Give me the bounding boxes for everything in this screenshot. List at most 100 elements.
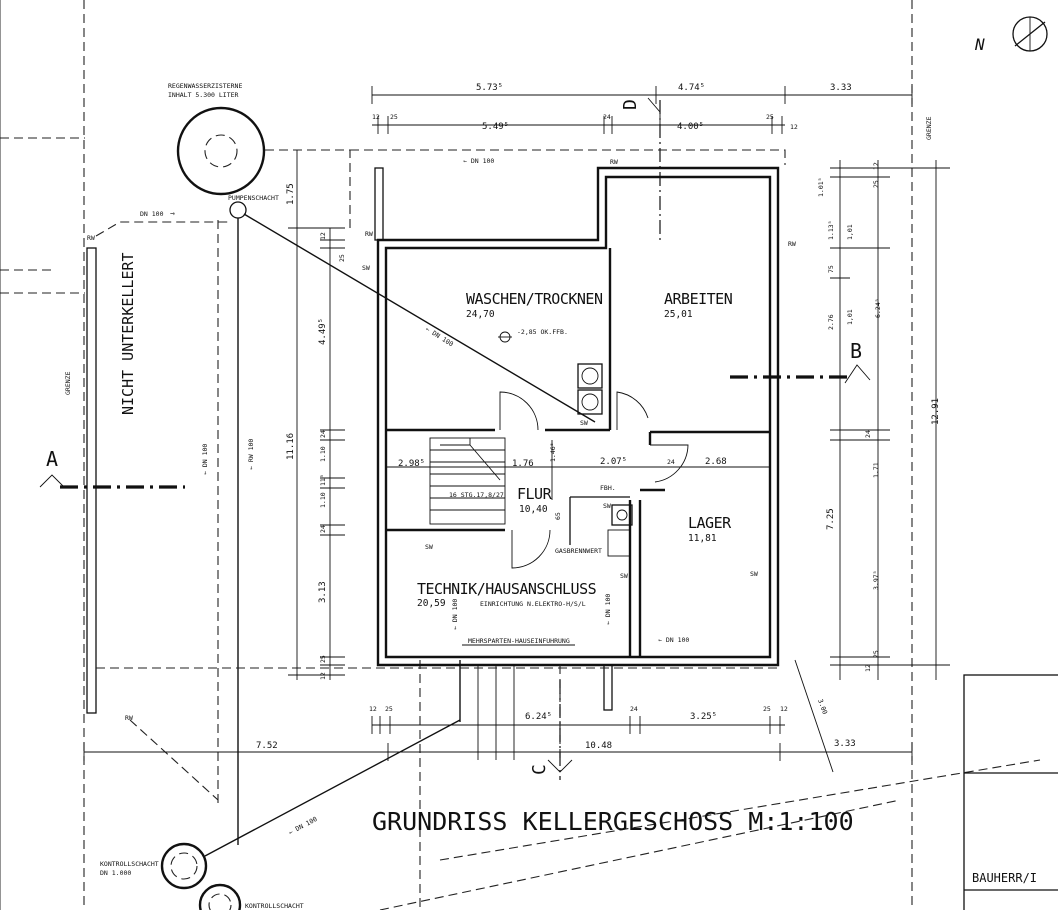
dim-right-outer-4: 12.91 [931, 398, 941, 425]
dn100-lager-label: ⇽ DN 100 [658, 636, 689, 644]
room-name-technik: TECHNIK/HAUSANSCHLUSS [417, 580, 597, 598]
kontrollschacht-label-2: DN 1.000 [100, 869, 131, 877]
dim-top2-6: 25 [766, 113, 774, 121]
dim-bottom1-2: 25 [385, 705, 393, 713]
section-b-label: B [850, 339, 862, 363]
dim-bottom1-1: 12 [369, 705, 377, 713]
bauherr-label: BAUHERR/I [972, 871, 1037, 885]
service-conduits [459, 660, 561, 760]
dim-left-9: 1.10 [319, 492, 327, 508]
room-area-waschen: 24,70 [466, 309, 495, 320]
dim-top-2: 4.74⁵ [678, 83, 705, 93]
cistern-icon [176, 106, 266, 196]
dim-left-10: 24 [319, 525, 327, 533]
nicht-unterkellert-label: NICHT UNTERKELLERT [119, 252, 137, 415]
dim-right-12: 25 [872, 650, 880, 658]
dn100-vert-2: ⇽ RW 100 [247, 439, 255, 470]
dim-right-outer-1: 25 [872, 180, 880, 188]
pump-pipe [243, 213, 596, 423]
pumpenschacht-label: PUMPENSCHACHT [228, 194, 279, 202]
dim-bottom2-1: 7.52 [256, 741, 278, 751]
sw-label-4: SW [620, 572, 628, 580]
gasbrennwert-label: GASBRENNWERT [555, 547, 602, 555]
dim-chain-top [371, 86, 913, 134]
grenze-right-label: GRENZE [925, 116, 933, 140]
dim-left-12: 25 [319, 655, 327, 663]
grenze-left-label: GRENZE [64, 371, 72, 395]
dim-left-13: 12 [319, 672, 327, 680]
flow-arrow-1: ⇾ [170, 209, 176, 219]
room-name-arbeiten: ARBEITEN [664, 290, 733, 308]
rw-label-1: RW [87, 234, 95, 242]
dn100-technik-1: ⇽ DN 100 [451, 599, 459, 630]
drawing-title: GRUNDRISS KELLERGESCHOSS M:1:100 [372, 807, 854, 836]
room-name-lager: LAGER [688, 514, 732, 532]
door-swings [499, 391, 689, 569]
dim-int-3: 1.46⁵ [549, 442, 557, 462]
stair-label: 16 STG.17,8/27 [449, 491, 504, 499]
room-name-waschen: WASCHEN/TROCKNEN [466, 290, 603, 308]
sw-label-6: SW [362, 264, 370, 272]
cistern-label-1: REGENWASSERZISTERNE [168, 82, 242, 90]
dim-left-7: 1.10 [319, 446, 327, 462]
room-area-flur: 10,40 [519, 504, 548, 515]
compass-icon: N [974, 16, 1048, 54]
dn100-vert-1: ⇽ DN 100 [201, 444, 209, 475]
dn100-label-2: ⇽ DN 100 [463, 157, 494, 165]
sewer-pipe [204, 719, 461, 857]
dim-right-2: 1.13⁵ [827, 220, 835, 240]
ok-ffb-label: -2,85 OK.FFB. [517, 328, 568, 336]
mehrsparten-label: MEHRSPARTEN-HAUSEINFUHRUNG [468, 637, 570, 645]
dim-left-2: 12 [319, 232, 327, 240]
dim-int-5: 24 [667, 458, 675, 466]
dim-int-2: 1.76 [512, 459, 534, 469]
dim-top2-4: 24 [603, 113, 611, 121]
dim-right-11: 12 [864, 664, 872, 672]
sw-label-2: SW [580, 419, 588, 427]
dim-int-1: 2.98⁵ [398, 459, 425, 469]
dn100-sewer-label: ⇽ DN 100 [287, 815, 318, 837]
dim-chain-bottom [83, 716, 913, 761]
dim-left-11: 3.13 [318, 581, 328, 603]
room-note-technik: EINRICHTUNG N.ELEKTRO-H/S/L [480, 600, 586, 608]
dim-bottom1-4: 24 [630, 705, 638, 713]
dim-top-3: 3.33 [830, 83, 852, 93]
rw-label-4: RW [125, 714, 133, 722]
dim-top2-2: 25 [390, 113, 398, 121]
dim-int-4: 2.07⁵ [600, 457, 627, 467]
dim-chain-interior [386, 440, 770, 500]
room-area-arbeiten: 25,01 [664, 309, 693, 320]
dim-top-1: 5.73⁵ [476, 83, 503, 93]
dim-left-8: 11⁵ [319, 474, 327, 486]
pump-shaft-icon [229, 201, 247, 219]
room-area-lager: 11,81 [688, 533, 717, 544]
room-area-technik: 20,59 [417, 598, 446, 609]
kontrollschacht-label-1: KONTROLLSCHACHT [100, 860, 159, 868]
dim-bottom2-2: 10.48 [585, 741, 612, 751]
dim-left-4: 4.49⁵ [318, 318, 328, 345]
dim-right-6: 1,01 [846, 309, 854, 325]
dim-top2-7: 12 [790, 123, 798, 131]
dim-int-6: 2.68 [705, 457, 727, 467]
section-a-label: A [46, 447, 58, 471]
dim-diagonal-label: 3.00 [816, 698, 829, 716]
dim-right-3: 75 [827, 265, 835, 273]
cistern-label-2: INHALT 5.300 LITER [168, 91, 239, 99]
control-shaft-2-icon [198, 883, 242, 910]
dim-left-6: 24 [319, 430, 327, 438]
dim-bottom1-6: 25 [763, 705, 771, 713]
dim-right-7: 24 [864, 430, 872, 438]
sw-label-5: SW [750, 570, 758, 578]
dim-left-5: 11.16 [286, 433, 296, 460]
dim-bottom1-5: 3.25⁵ [690, 712, 717, 722]
level-marker-icon [498, 331, 512, 343]
interior-walls [386, 248, 770, 657]
dim-bottom2-3: 3.33 [834, 739, 856, 749]
dim-right-8: 1.71 [872, 462, 880, 478]
dim-right-outer-3: 6.24⁵ [874, 298, 882, 318]
dim-int-7: 65 [554, 512, 562, 520]
section-a-arrow [39, 474, 65, 488]
rw-label-5: RW [365, 230, 373, 238]
title-block [963, 674, 1058, 910]
